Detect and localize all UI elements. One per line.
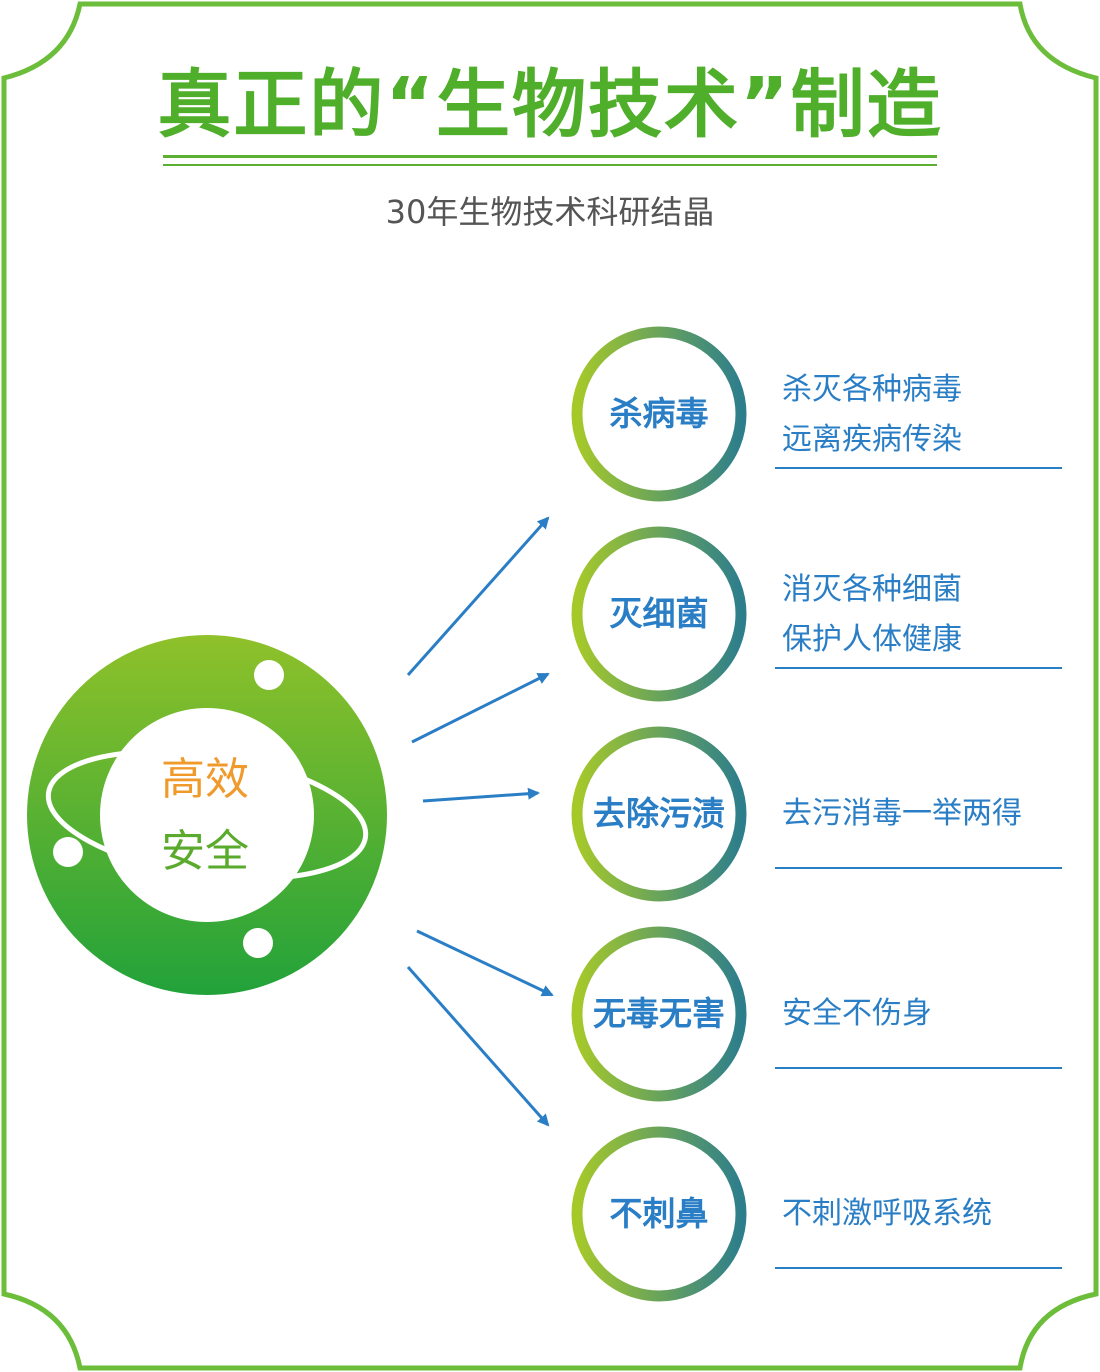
orbit-ring [45,749,369,881]
title-rule-bottom [163,164,937,166]
feature-desc-5: 不刺激呼吸系统 [782,1196,992,1231]
orbit-dot-left [53,837,83,867]
arrow-5 [406,966,550,1127]
arrow-3 [422,787,540,803]
orbit-dot-bottom [243,928,273,958]
feature-ring-2 [571,526,747,702]
feature-ring-3 [571,726,747,902]
center-label-efficient: 高效 [161,754,249,805]
feature-label-non-irritating: 不刺鼻 [609,1194,709,1233]
orbit-dot-top [254,660,284,690]
feature-desc-1a: 杀灭各种病毒 [782,372,962,407]
feature-desc-2a: 消灭各种细菌 [782,572,962,607]
feature-ring-5 [571,1126,747,1302]
arrow-4 [416,929,554,997]
arrow-2 [411,672,550,744]
feature-desc-2b: 保护人体健康 [782,622,962,657]
arrow-1 [406,516,550,676]
feature-desc-3: 去污消毒一举两得 [782,796,1022,831]
title-rule-top [163,155,937,158]
feature-label-remove-stains: 去除污渍 [593,794,725,833]
feature-label-kill-bacteria: 灭细菌 [609,594,709,633]
center-label-safe: 安全 [161,826,249,877]
page-subtitle: 30年生物技术科研结晶 [385,193,715,231]
feature-desc-1b: 远离疾病传染 [782,422,962,457]
feature-ring-1 [571,326,747,502]
feature-label-kill-virus: 杀病毒 [609,394,709,433]
feature-desc-4: 安全不伤身 [782,996,932,1031]
feature-ring-4 [571,926,747,1102]
page-title: 真正的“生物技术”制造 [157,62,943,148]
feature-label-non-toxic: 无毒无害 [593,994,725,1033]
core-inner-circle [100,708,314,922]
